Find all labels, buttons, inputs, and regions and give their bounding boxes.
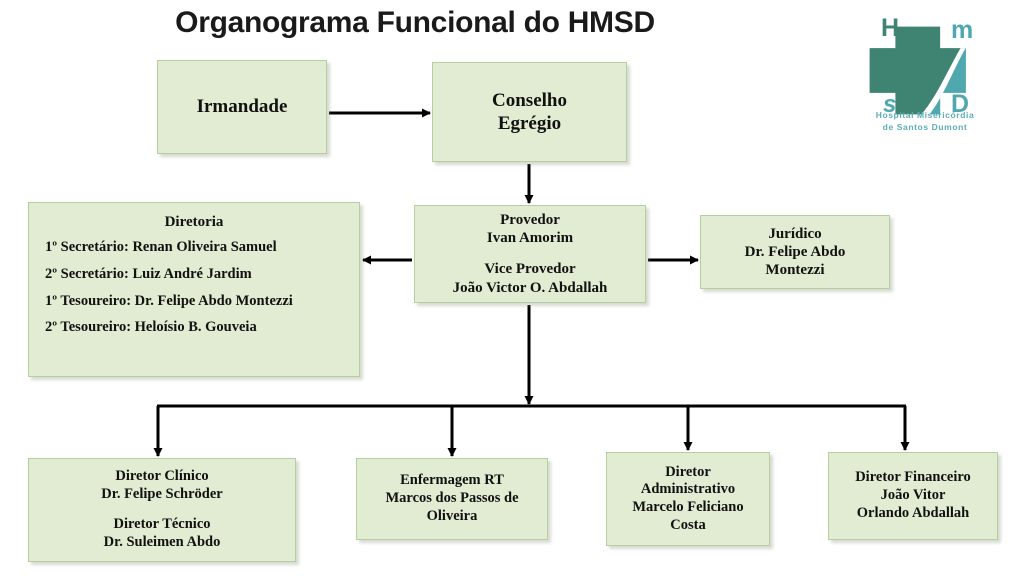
logo-tagline: Hospital Misericórdia de Santos Dumont (852, 110, 998, 134)
node-clinico-line-4: Dr. Suleimen Abdo (103, 533, 221, 550)
node-diretoria-row-2: 2º Secretário: Luiz André Jardim (45, 265, 252, 282)
node-provedor[interactable]: Provedor Ivan Amorim Vice Provedor João … (414, 205, 646, 303)
node-clinico-line-3: Diretor Técnico (113, 516, 211, 533)
node-diretoria-heading: Diretoria (164, 214, 224, 230)
node-irmandade[interactable]: Irmandade (157, 60, 327, 154)
node-diretoria[interactable]: Diretoria 1º Secretário: Renan Oliveira … (28, 202, 360, 377)
node-diretor-financeiro[interactable]: Diretor Financeiro João Vitor Orlando Ab… (828, 452, 998, 540)
node-enfermagem-line-1: Enfermagem RT (400, 472, 504, 489)
node-provedor-line-1: Provedor (500, 212, 560, 229)
node-conselho-egregio[interactable]: Conselho Egrégio (432, 62, 627, 162)
node-financeiro-line-1: Diretor Financeiro (855, 469, 971, 486)
node-irmandade-line-1: Irmandade (196, 96, 288, 118)
node-juridico-line-1: Jurídico (768, 225, 822, 242)
node-financeiro-line-2: João Vitor (880, 487, 946, 504)
node-admin-line-2: Administrativo (640, 481, 736, 498)
node-diretoria-row-3: 1º Tesoureiro: Dr. Felipe Abdo Montezzi (45, 292, 293, 309)
node-juridico-line-3: Montezzi (765, 262, 825, 279)
svg-text:D: D (951, 90, 969, 118)
node-conselho-line-2: Egrégio (497, 113, 562, 134)
node-provedor-line-2: Ivan Amorim (486, 230, 574, 247)
node-clinico-line-2: Dr. Felipe Schröder (101, 486, 223, 503)
node-financeiro-line-3: Orlando Abdallah (856, 504, 970, 521)
node-admin-line-3: Marcelo Feliciano (632, 499, 744, 515)
node-admin-line-4: Costa (670, 516, 706, 533)
node-diretor-administrativo[interactable]: Diretor Administrativo Marcelo Feliciano… (606, 452, 770, 546)
node-diretoria-row-1: 1º Secretário: Renan Oliveira Samuel (45, 239, 277, 256)
node-enfermagem-line-3: Oliveira (426, 507, 478, 524)
svg-text:s: s (883, 91, 896, 118)
node-juridico-line-2: Dr. Felipe Abdo (744, 243, 846, 260)
hmsd-logo: H m s D (855, 4, 995, 144)
node-juridico[interactable]: Jurídico Dr. Felipe Abdo Montezzi (700, 215, 890, 289)
node-diretor-clinico[interactable]: Diretor Clínico Dr. Felipe Schröder Dire… (28, 458, 296, 562)
page-title: Organograma Funcional do HMSD (175, 6, 655, 39)
node-enfermagem-rt[interactable]: Enfermagem RT Marcos dos Passos de Olive… (356, 458, 548, 540)
svg-text:H: H (881, 14, 899, 42)
node-provedor-line-4: João Victor O. Abdallah (452, 279, 608, 296)
node-conselho-line-1: Conselho (492, 89, 567, 111)
svg-text:m: m (951, 16, 973, 44)
node-admin-line-1: Diretor (665, 463, 711, 480)
node-clinico-line-1: Diretor Clínico (115, 468, 209, 485)
node-diretoria-row-4: 2º Tesoureiro: Heloísio B. Gouveia (45, 319, 257, 336)
logo-tagline-line-1: Hospital Misericórdia (875, 110, 975, 120)
node-provedor-line-3: Vice Provedor (484, 261, 576, 278)
node-enfermagem-line-2: Marcos dos Passos de (385, 490, 519, 507)
logo-tagline-line-2: de Santos Dumont (882, 121, 968, 132)
